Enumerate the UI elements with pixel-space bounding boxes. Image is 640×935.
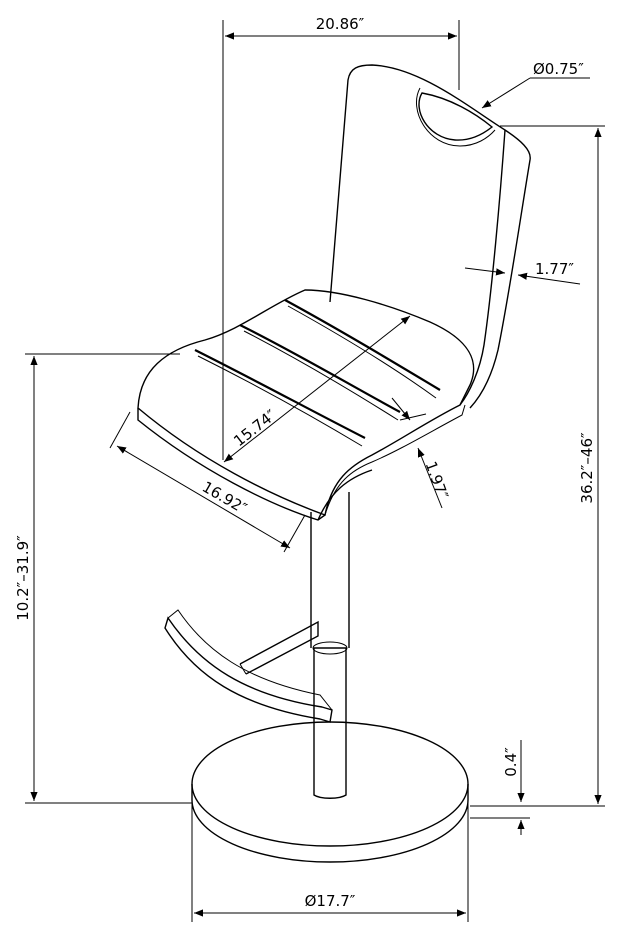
seat	[137, 289, 475, 521]
dimension-handle: Ø0.75″	[481, 60, 590, 109]
dimension-back-thickness: 1.77″	[464, 260, 581, 285]
dimension-seat-height: 10.2″–31.9″	[14, 353, 192, 804]
dimension-base-thickness: 0.4″	[470, 740, 530, 835]
seat-thickness-label: 1.97″	[422, 459, 452, 502]
gas-lift-column	[310, 492, 350, 799]
top-width-label: 20.86″	[316, 15, 365, 33]
handle-diameter-label: Ø0.75″	[533, 60, 584, 78]
backrest	[329, 64, 531, 409]
seat-depth-label: 15.74″	[230, 406, 280, 450]
back-thickness-label: 1.77″	[535, 260, 574, 278]
dimension-seat-depth: 15.74″	[223, 315, 411, 463]
dimension-overall-height: 36.2″–46″	[470, 125, 605, 807]
dimension-seat-width: 16.92″	[109, 411, 306, 553]
dimension-top-width: 20.86″	[222, 15, 460, 460]
base-disc	[191, 721, 469, 863]
seat-width-label: 16.92″	[199, 478, 250, 518]
footrest	[164, 609, 333, 723]
seat-height-label: 10.2″–31.9″	[14, 535, 32, 621]
base-thickness-label: 0.4″	[502, 747, 520, 777]
base-diameter-label: Ø17.7″	[305, 892, 356, 910]
dimension-base-diameter: Ø17.7″	[191, 800, 469, 922]
overall-height-label: 36.2″–46″	[578, 432, 596, 504]
